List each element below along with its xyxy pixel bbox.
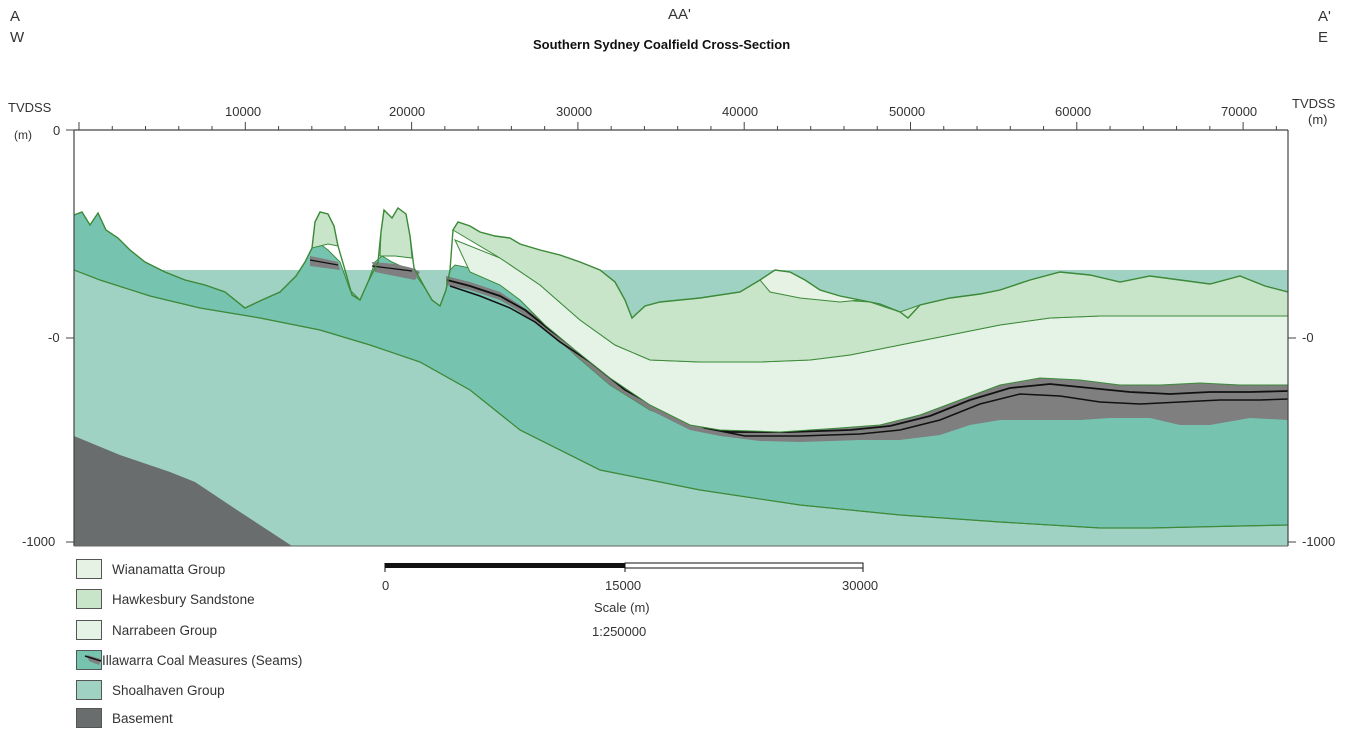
scale-caption: Scale (m) <box>594 600 650 615</box>
legend-swatch <box>76 559 102 579</box>
legend-label: Shoalhaven Group <box>112 682 225 698</box>
coal-seam-line <box>446 279 1288 433</box>
legend-item: Hawkesbury Sandstone <box>76 588 255 610</box>
y-tick-label: -0 <box>1302 330 1314 345</box>
x-tick-label: 60000 <box>1055 104 1092 119</box>
scale-tick-label: 0 <box>382 578 390 593</box>
scale-tick-label: 15000 <box>605 578 642 593</box>
y-tick-label: -1000 <box>1302 534 1336 549</box>
left-axis-unit: (m) <box>14 128 32 142</box>
x-tick-label: 70000 <box>1221 104 1258 119</box>
legend-label: Illawarra Coal Measures (Seams) <box>102 652 303 668</box>
coal-seam-line <box>309 259 413 272</box>
y-tick-label: 0 <box>53 123 61 138</box>
legend-label: Wianamatta Group <box>112 561 226 577</box>
x-tick-label: 40000 <box>722 104 759 119</box>
legend-label: Narrabeen Group <box>112 622 218 638</box>
legend-item: Wianamatta Group <box>76 558 225 580</box>
legend-swatch <box>76 620 102 640</box>
x-tick-label: 20000 <box>389 104 426 119</box>
scale-tick-label: 30000 <box>842 578 879 593</box>
section-end-label: A' <box>1318 8 1331 25</box>
section-name: AA' <box>668 6 691 23</box>
scale-ratio: 1:250000 <box>592 624 647 639</box>
section-start-label: A <box>10 8 21 25</box>
coal-seam-icon <box>84 655 101 665</box>
legend-item: Basement <box>76 707 173 729</box>
x-tick-label: 10000 <box>225 104 262 119</box>
scale-bar <box>384 562 864 572</box>
basement-layer <box>74 436 292 546</box>
right-axis-title: TVDSS <box>1292 96 1336 111</box>
coal-seam-line <box>449 285 1288 437</box>
legend-label: Hawkesbury Sandstone <box>112 591 255 607</box>
legend-label: Basement <box>112 710 173 726</box>
surface-profile <box>74 206 1288 320</box>
right-axis-unit: (m) <box>1308 112 1328 127</box>
legend-item: Illawarra Coal Measures (Seams) <box>76 649 302 671</box>
legend-item: Shoalhaven Group <box>76 679 225 701</box>
left-axis-title: TVDSS <box>8 100 52 115</box>
legend-swatch <box>76 680 102 700</box>
legend-swatch <box>76 708 102 728</box>
x-tick-label: 30000 <box>556 104 593 119</box>
legend-swatch <box>76 650 102 670</box>
legend-swatch <box>76 589 102 609</box>
x-tick-label: 50000 <box>889 104 926 119</box>
west-label: W <box>10 29 25 46</box>
diagram-title: Southern Sydney Coalfield Cross-Section <box>533 37 791 52</box>
east-label: E <box>1318 29 1329 46</box>
y-tick-label: -0 <box>48 330 60 345</box>
legend-item: Narrabeen Group <box>76 619 217 641</box>
hawkesbury-outcrop <box>379 207 413 259</box>
y-tick-label: -1000 <box>22 534 56 549</box>
